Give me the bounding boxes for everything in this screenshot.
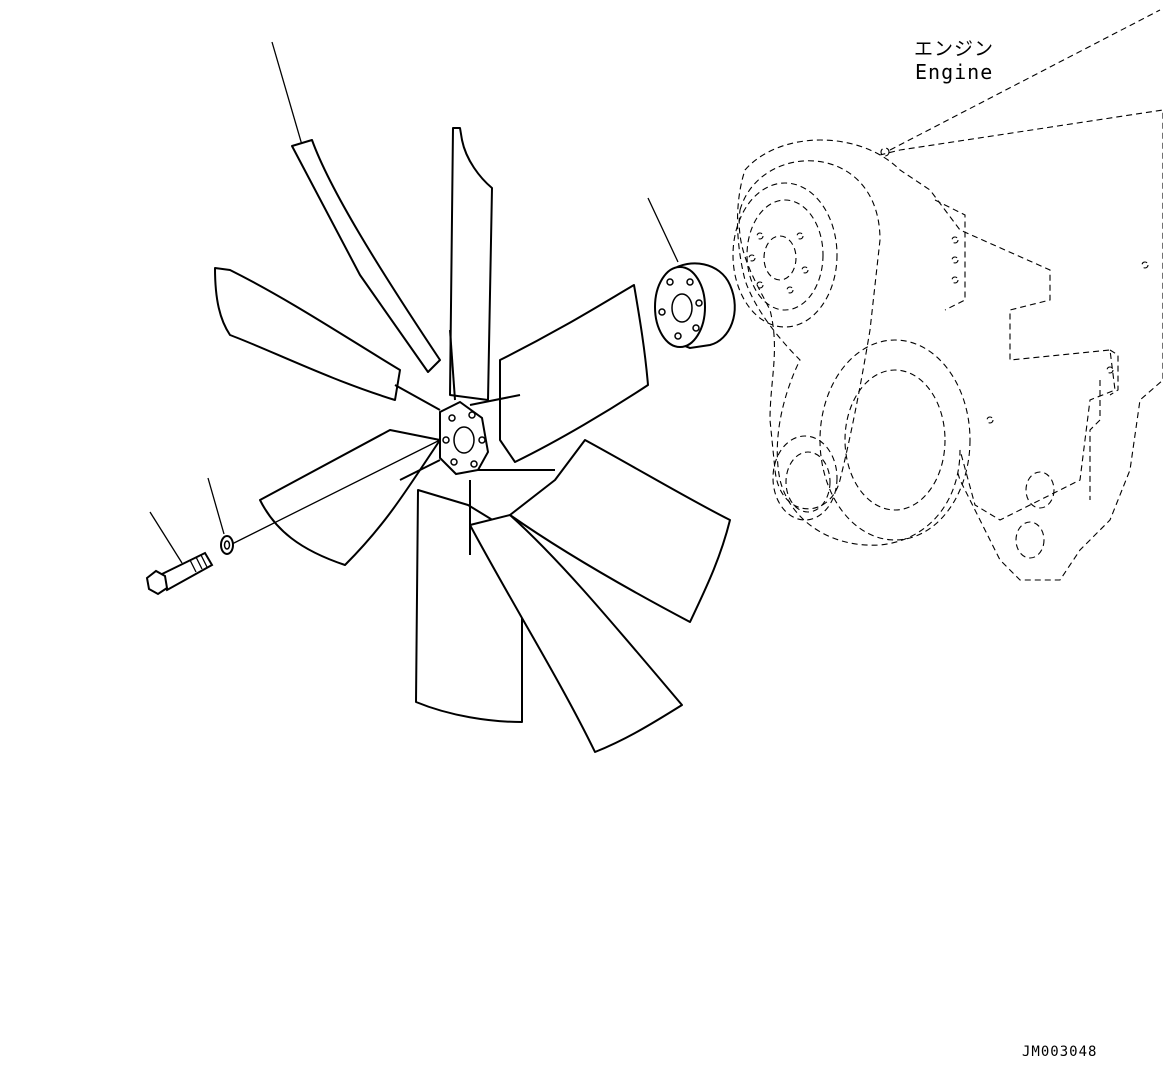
fan-hub-bolt-hole <box>468 411 476 419</box>
fan-leader-line <box>271 41 303 146</box>
hub-bolt-hole <box>786 286 794 294</box>
bolt-leader-line <box>149 511 183 564</box>
washer-hole <box>223 540 231 550</box>
block-hole <box>1141 261 1149 269</box>
fan-hub-bolt-hole <box>478 436 486 444</box>
spacer-bolt-hole <box>674 332 682 340</box>
bolt-thread <box>189 554 208 573</box>
fan-blade <box>449 127 493 401</box>
drive-belt <box>738 160 881 510</box>
fan-assembly <box>214 41 731 753</box>
bolt-head <box>145 569 169 596</box>
fan-blade <box>499 284 649 463</box>
edge-detail <box>1089 380 1101 500</box>
hub-bolt-hole <box>756 232 764 240</box>
upper-pulley-outer <box>732 182 838 328</box>
hub-bolt-hole <box>796 232 804 240</box>
assembly-axis-line <box>229 439 441 546</box>
bracket-hole <box>951 256 959 264</box>
side-port-lower <box>1015 521 1045 559</box>
spacer-bore <box>671 293 693 323</box>
engine-label-english: Engine <box>915 60 994 84</box>
spacer-bolt-hole <box>695 299 703 307</box>
drawing-code: JM003048 <box>1022 1044 1098 1060</box>
lower-pulley-outer <box>772 435 838 521</box>
fan-blade <box>291 139 441 373</box>
bolt <box>145 511 214 596</box>
fan-hub-bolt-hole <box>442 436 450 444</box>
spacer-bolt-hole <box>692 324 700 332</box>
fan-arm <box>449 329 456 401</box>
fan-arm <box>469 394 521 406</box>
bracket-hole <box>1106 366 1114 374</box>
side-port-upper <box>1025 471 1055 509</box>
engine-label-japanese: エンジン <box>914 38 995 60</box>
fan-hub-bolt-hole <box>448 414 456 422</box>
spacer <box>647 197 736 350</box>
fan-arm <box>394 384 441 411</box>
bolt-shank <box>158 551 214 592</box>
crank-damper-inner <box>844 369 946 511</box>
bracket-detail <box>1109 349 1119 396</box>
washer-leader-line <box>207 477 225 535</box>
fan-hub-bolt-hole <box>450 458 458 466</box>
engine-front <box>732 9 1163 581</box>
block-hole <box>986 416 994 424</box>
fan-hub-bolt-hole <box>470 460 478 468</box>
hub-bolt-hole <box>756 281 764 289</box>
washer <box>207 477 234 555</box>
crank-damper <box>819 339 971 541</box>
bracket-hole <box>951 276 959 284</box>
upper-pulley-mid <box>746 199 824 311</box>
top-plug <box>880 147 890 157</box>
hub-bolt-hole <box>801 266 809 274</box>
spacer-bolt-hole <box>658 308 666 316</box>
hub-bolt-hole <box>748 254 756 262</box>
fan-blade <box>469 514 683 753</box>
upper-pulley-hub <box>763 235 797 281</box>
lower-pulley-inner <box>785 451 831 513</box>
spacer-bolt-hole <box>666 278 674 286</box>
fan-arm <box>399 459 441 481</box>
fan-blade <box>259 429 441 566</box>
bracket-hole <box>951 236 959 244</box>
fan-blade <box>214 267 401 401</box>
fan-hub-bore <box>453 426 475 454</box>
fan-blade <box>509 439 731 623</box>
engine-axis-line <box>889 9 1161 151</box>
spacer-leader-line <box>647 197 679 263</box>
spacer-bolt-hole <box>686 278 694 286</box>
engine-timing-cover <box>737 139 1116 546</box>
